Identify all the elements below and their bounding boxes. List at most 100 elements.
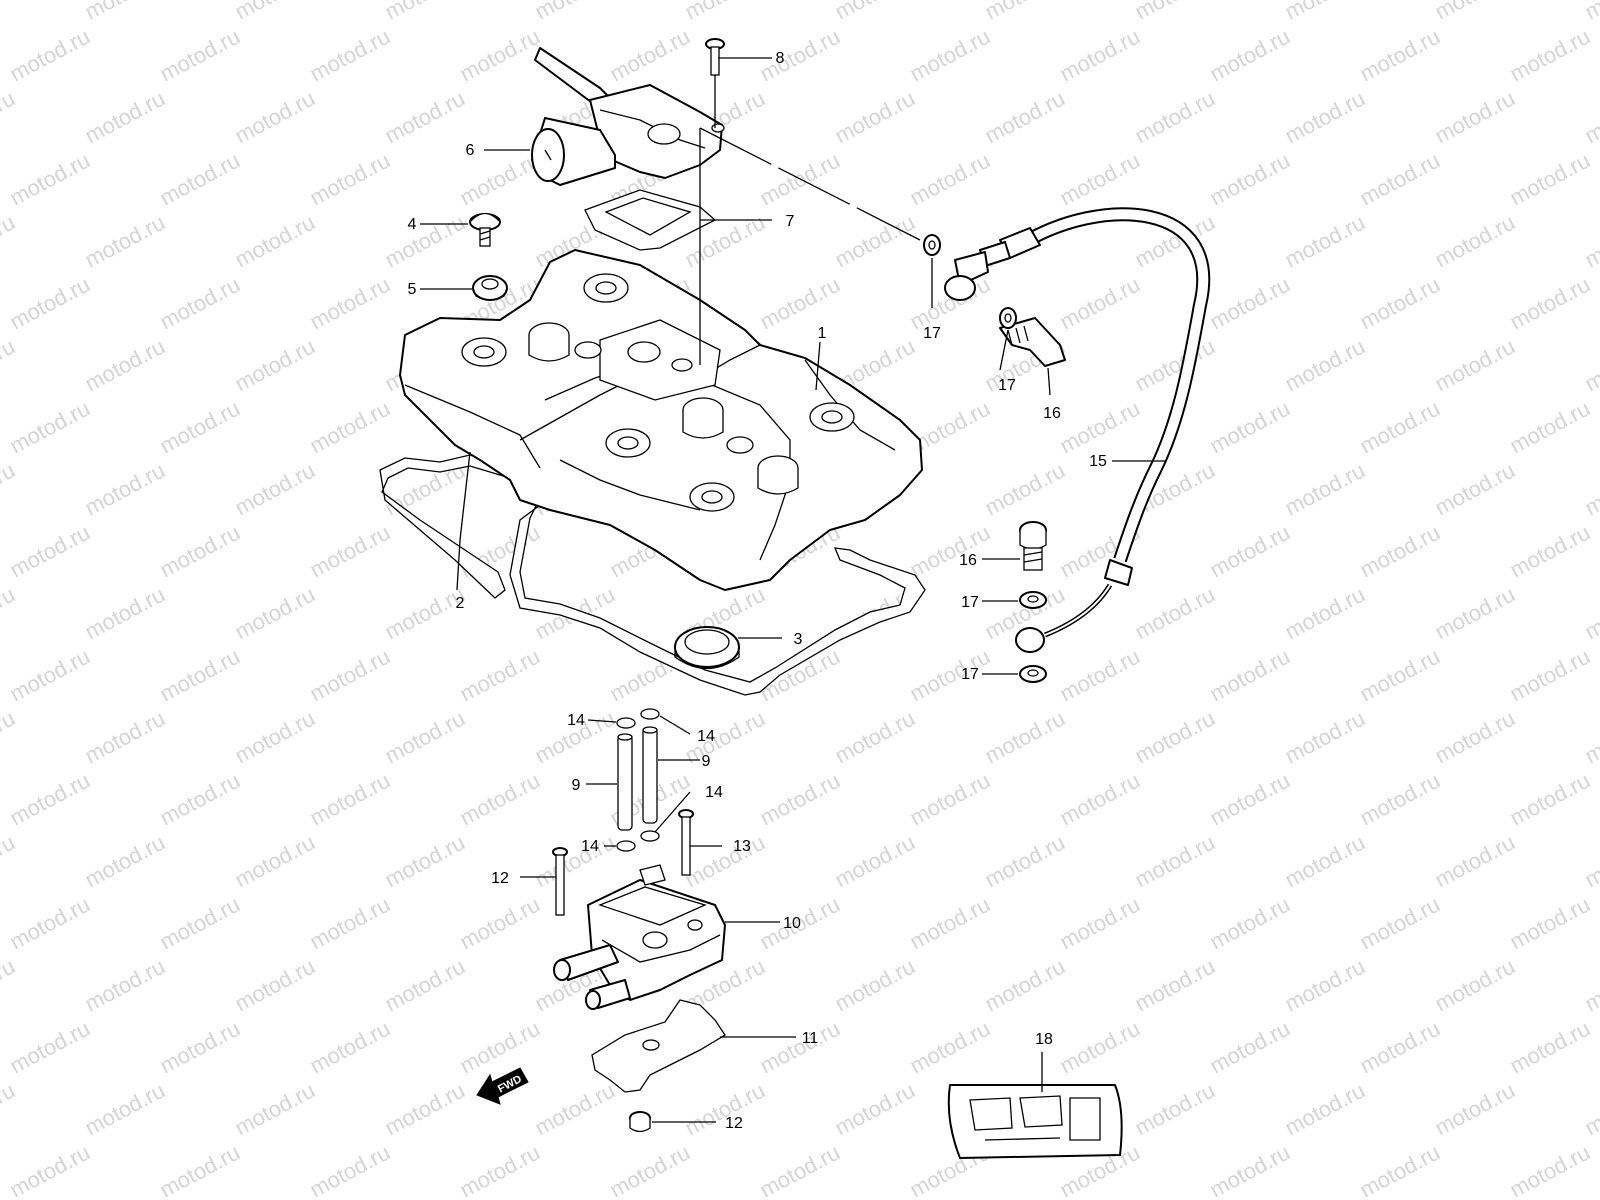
part-1-cylinder-head-cover — [399, 249, 923, 591]
part-17-washer-c — [1019, 591, 1047, 609]
part-4-bolt — [469, 212, 501, 247]
callout-17-c: 17 — [961, 594, 979, 611]
watermark-text: motod.ru — [0, 86, 19, 149]
watermark-text: motod.ru — [756, 1016, 844, 1079]
watermark-text: motod.ru — [456, 1016, 544, 1079]
watermark-text: motod.ru — [1281, 0, 1369, 24]
watermark-text: motod.ru — [831, 0, 919, 24]
watermark-text: motod.ru — [456, 24, 544, 87]
watermark-text: motod.ru — [1506, 148, 1594, 211]
callout-14-a: 14 — [567, 712, 585, 729]
watermark-text: motod.ru — [306, 148, 394, 211]
watermark-text: motod.ru — [381, 706, 469, 769]
watermark-text: motod.ru — [6, 1140, 94, 1200]
watermark-text: motod.ru — [1356, 148, 1444, 211]
watermark-text: motod.ru — [531, 1078, 619, 1141]
watermark-text: motod.ru — [1431, 830, 1519, 893]
watermark-text: motod.ru — [1131, 582, 1219, 645]
watermark-text: motod.ru — [1206, 272, 1294, 335]
watermark-text: motod.ru — [831, 210, 919, 273]
watermark-text: motod.ru — [1281, 954, 1369, 1017]
watermark-text: motod.ru — [906, 148, 994, 211]
watermark-text: motod.ru — [1056, 768, 1144, 831]
watermark-text: motod.ru — [1506, 396, 1594, 459]
watermark-text: motod.ru — [906, 768, 994, 831]
watermark-text: motod.ru — [1581, 1078, 1600, 1141]
watermark-text: motod.ru — [6, 520, 94, 583]
watermark-text: motod.ru — [231, 1078, 319, 1141]
watermark-text: motod.ru — [1431, 1078, 1519, 1141]
callout-16-b: 16 — [959, 552, 977, 569]
watermark-text: motod.ru — [156, 768, 244, 831]
watermark-text: motod.ru — [156, 520, 244, 583]
watermark-text: motod.ru — [306, 644, 394, 707]
part-18-label — [947, 1084, 1123, 1159]
watermark-text: motod.ru — [1206, 892, 1294, 955]
leader-lines — [420, 57, 1165, 1123]
watermark-text: motod.ru — [456, 892, 544, 955]
watermark-text: motod.ru — [906, 520, 994, 583]
watermark-text: motod.ru — [81, 334, 169, 397]
watermark-text: motod.ru — [1506, 892, 1594, 955]
watermark-text: motod.ru — [231, 334, 319, 397]
watermark-text: motod.ru — [1506, 1016, 1594, 1079]
callout-15: 15 — [1089, 453, 1107, 470]
part-16-union-bolt-lower — [1019, 521, 1047, 571]
part-7-gasket — [584, 189, 717, 251]
callout-11: 11 — [802, 1030, 819, 1047]
part-17-washer-d — [1019, 665, 1047, 683]
watermark-text: motod.ru — [306, 1016, 394, 1079]
watermark-text: motod.ru — [231, 582, 319, 645]
watermark-text: motod.ru — [681, 0, 769, 24]
part-11-hole — [642, 1039, 660, 1051]
watermark-text: motod.ru — [156, 644, 244, 707]
watermark-text: motod.ru — [906, 1016, 994, 1079]
watermark-text: motod.ru — [381, 582, 469, 645]
watermark-text: motod.ru — [1281, 458, 1369, 521]
watermark-text: motod.ru — [1431, 334, 1519, 397]
watermark-text: motod.ru — [1056, 148, 1144, 211]
watermark-text: motod.ru — [306, 396, 394, 459]
callout-9-b: 9 — [572, 777, 581, 794]
watermark-text: motod.ru — [81, 706, 169, 769]
watermark-text: motod.ru — [6, 24, 94, 87]
watermark-text: motod.ru — [1281, 86, 1369, 149]
watermark-text: motod.ru — [0, 582, 19, 645]
callout-14-b: 14 — [697, 728, 715, 745]
watermark-text: motod.ru — [1506, 1140, 1594, 1200]
watermark-text: motod.ru — [1131, 0, 1219, 24]
callout-8: 8 — [776, 50, 785, 67]
watermark-text: motod.ru — [981, 0, 1069, 24]
watermark-text: motod.ru — [306, 892, 394, 955]
part-6-valve-assembly — [531, 47, 725, 186]
callout-14-c: 14 — [705, 784, 723, 801]
watermark-text: motod.ru — [156, 1140, 244, 1200]
watermark-text: motod.ru — [81, 1078, 169, 1141]
watermark-text: motod.ru — [156, 272, 244, 335]
watermark-text: motod.ru — [306, 24, 394, 87]
watermark-text: motod.ru — [1506, 644, 1594, 707]
watermark-text: motod.ru — [981, 86, 1069, 149]
watermark-text: motod.ru — [456, 1140, 544, 1200]
watermark-text: motod.ru — [231, 830, 319, 893]
watermark-text: motod.ru — [1581, 334, 1600, 397]
watermark-text: motod.ru — [0, 954, 19, 1017]
watermark-text: motod.ru — [906, 644, 994, 707]
part-17-washer-a — [923, 234, 941, 256]
watermark-text: motod.ru — [381, 210, 469, 273]
watermark-text: motod.ru — [1431, 0, 1519, 24]
watermark-text: motod.ru — [231, 210, 319, 273]
watermark-text: motod.ru — [1431, 954, 1519, 1017]
watermark-text: motod.ru — [456, 768, 544, 831]
watermark-text: motod.ru — [231, 86, 319, 149]
part-14-o-ring-b — [640, 708, 660, 720]
watermark-text: motod.ru — [606, 24, 694, 87]
watermark-text: motod.ru — [1281, 706, 1369, 769]
watermark-text: motod.ru — [81, 0, 169, 24]
watermark-text: motod.ru — [1206, 1140, 1294, 1200]
watermark-text: motod.ru — [306, 768, 394, 831]
part-17-washer-b — [999, 307, 1017, 329]
watermark-text: motod.ru — [1581, 830, 1600, 893]
watermark-text: motod.ru — [1056, 24, 1144, 87]
